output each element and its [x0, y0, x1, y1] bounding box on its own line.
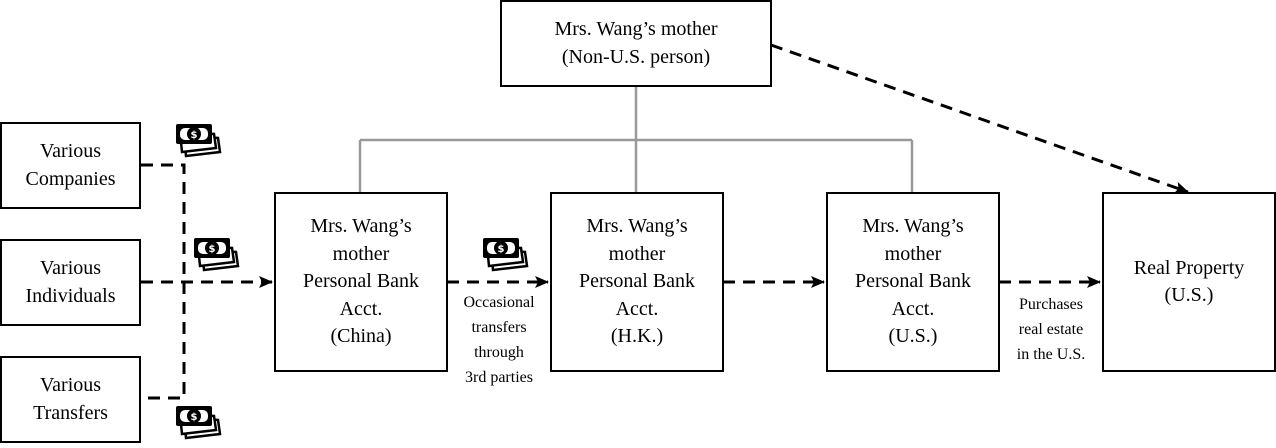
money-stack-icon [481, 236, 529, 272]
edge-label-line: Occasional [463, 294, 535, 311]
node-bank-acct-us: Mrs. Wang’s mother Personal Bank Acct. (… [826, 192, 1000, 372]
node-label: Real Property [1133, 256, 1245, 279]
node-label: (Non-U.S. person) [561, 45, 711, 68]
money-stack-icon [174, 404, 222, 440]
node-label: mother [332, 242, 390, 265]
node-label: Personal Bank [578, 270, 696, 293]
edge-label-line: Purchases [1019, 296, 1083, 313]
node-label: Mrs. Wang’s [586, 215, 688, 238]
node-label: Individuals [25, 284, 116, 307]
edge-label-line: 3rd parties [465, 369, 533, 386]
node-label: (U.S.) [888, 325, 938, 348]
node-various-transfers: Various Transfers [0, 356, 141, 443]
money-stack-icon [174, 122, 222, 158]
node-bank-acct-china: Mrs. Wang’s mother Personal Bank Acct. (… [274, 192, 448, 372]
node-label: Various [39, 140, 102, 162]
label-purchases-real-estate: Purchases real estate in the U.S. [999, 292, 1103, 367]
node-mother-non-us-person: Mrs. Wang’s mother (Non-U.S. person) [500, 0, 772, 87]
node-label: Mrs. Wang’s [310, 215, 412, 238]
node-label: (U.S.) [1164, 284, 1214, 306]
label-occasional-transfers: Occasional transfers through 3rd parties [447, 290, 551, 390]
node-label: Various [39, 374, 102, 396]
ownership-lines [358, 86, 914, 192]
node-label: mother [884, 242, 942, 265]
node-label: Mrs. Wang’s [862, 215, 964, 238]
node-label: mother [608, 242, 666, 265]
node-label: Companies [25, 167, 116, 190]
money-stack-icon [192, 236, 240, 272]
flow-companies-transfers-merge [141, 163, 186, 400]
node-label: Mrs. Wang’s mother [554, 18, 718, 40]
node-real-property: Real Property (U.S.) [1102, 192, 1276, 372]
node-bank-acct-hk: Mrs. Wang’s mother Personal Bank Acct. (… [550, 192, 724, 372]
node-label: Acct. [339, 297, 383, 320]
edge-label-line: transfers [471, 319, 527, 336]
node-label: Acct. [615, 297, 659, 320]
edge-label-line: real estate [1018, 321, 1084, 338]
node-label: (China) [330, 325, 392, 348]
edge-label-line: in the U.S. [1016, 346, 1086, 363]
node-various-individuals: Various Individuals [0, 239, 141, 326]
node-label: Transfers [33, 401, 108, 424]
node-label: Acct. [891, 297, 935, 320]
node-label: Various [39, 257, 102, 279]
flow-mother-to-property [770, 43, 1189, 194]
node-label: Personal Bank [854, 270, 972, 293]
node-label: Personal Bank [302, 270, 420, 293]
node-various-companies: Various Companies [0, 122, 141, 209]
edge-label-line: through [474, 344, 524, 361]
node-label: (H.K.) [610, 325, 664, 348]
